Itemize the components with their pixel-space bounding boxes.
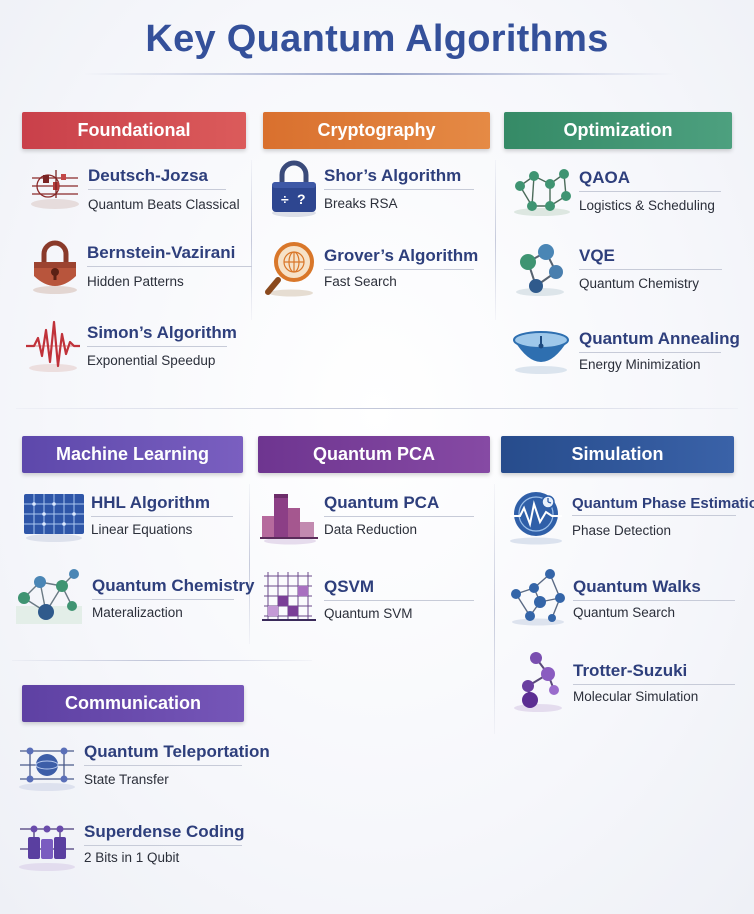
column-divider xyxy=(495,160,496,320)
algorithm-description: Phase Detection xyxy=(572,523,672,538)
algorithm-name: Quantum Teleportation xyxy=(84,742,270,766)
algorithm-name: Quantum Walks xyxy=(573,577,735,601)
algorithm-description: Hidden Patterns xyxy=(87,274,184,289)
algorithm-item: Quantum Walks Quantum Search xyxy=(508,568,738,630)
bowl-icon xyxy=(513,331,569,374)
algorithm-item: Quantum Chemistry Materalizaction xyxy=(14,566,254,630)
algorithm-name: Simon’s Algorithm xyxy=(87,323,237,347)
algorithm-item: HHL Algorithm Linear Equations xyxy=(22,486,246,546)
padlock-icon xyxy=(33,240,77,294)
algorithm-name: Shor’s Algorithm xyxy=(324,166,474,190)
algorithm-name: Quantum Annealing xyxy=(579,329,740,353)
algorithm-name: Bernstein-Vazirani xyxy=(87,243,252,267)
section-header-communication: Communication xyxy=(22,685,244,722)
algorithm-description: Quantum Chemistry xyxy=(579,276,700,291)
algorithm-description: Quantum SVM xyxy=(324,606,413,621)
algorithm-description: Materalizaction xyxy=(92,605,183,620)
teleport-icon xyxy=(19,747,75,791)
algorithm-item: Quantum Phase Estimation Phase Detection xyxy=(506,486,754,548)
algorithm-description: 2 Bits in 1 Qubit xyxy=(84,850,180,865)
column-divider xyxy=(251,160,252,320)
algorithm-item: Quantum Annealing Energy Minimization xyxy=(510,320,740,380)
section-header-simulation: Simulation xyxy=(501,436,734,473)
algorithm-item: Quantum Teleportation State Transfer xyxy=(16,735,270,797)
algorithm-description: Linear Equations xyxy=(91,522,193,537)
algorithm-item: ÷ ? Shor’s Algorithm Breaks RSA xyxy=(268,160,488,220)
algorithm-item: QAOA Logistics & Scheduling xyxy=(510,160,732,220)
algorithm-description: Fast Search xyxy=(324,274,397,289)
column-divider xyxy=(494,484,495,734)
qubit-circuit-icon xyxy=(19,825,75,871)
section-header-optimization: Optimization xyxy=(504,112,732,149)
algorithm-description: State Transfer xyxy=(84,772,169,787)
algorithm-item: VQE Quantum Chemistry xyxy=(512,240,732,300)
algorithm-description: Energy Minimization xyxy=(579,357,701,372)
algorithm-name: Quantum Chemistry xyxy=(92,576,254,600)
graph-icon xyxy=(511,569,565,626)
algorithm-description: Breaks RSA xyxy=(324,196,398,211)
section-header-machine-learning: Machine Learning xyxy=(22,436,243,473)
circuit-icon xyxy=(31,170,79,209)
lock-icon: ÷ ? xyxy=(272,160,316,217)
algorithm-name: Quantum PCA xyxy=(324,493,474,517)
magnifier-icon xyxy=(265,242,314,297)
title-divider xyxy=(84,73,674,75)
gauge-wave-icon xyxy=(510,492,562,545)
algorithm-item: Grover’s Algorithm Fast Search xyxy=(264,238,488,298)
algorithm-name: HHL Algorithm xyxy=(91,493,233,517)
svg-text:÷: ÷ xyxy=(281,191,289,207)
svg-text:?: ? xyxy=(297,191,306,207)
section-header-cryptography: Cryptography xyxy=(263,112,490,149)
algorithm-item: Superdense Coding 2 Bits in 1 Qubit xyxy=(16,815,246,877)
algorithm-item: Quantum PCA Data Reduction xyxy=(260,486,488,548)
algorithm-description: Molecular Simulation xyxy=(573,689,699,704)
algorithm-item: Bernstein-Vazirani Hidden Patterns xyxy=(28,238,252,298)
algorithm-item: Simon’s Algorithm Exponential Speedup xyxy=(24,316,244,376)
algorithm-name: Superdense Coding xyxy=(84,822,245,846)
network-icon xyxy=(514,169,571,216)
algorithm-name: QSVM xyxy=(324,577,474,601)
section-header-foundational: Foundational xyxy=(22,112,246,149)
bar-chart-icon xyxy=(260,494,318,545)
grid-icon xyxy=(24,494,84,542)
row-divider-short xyxy=(12,660,312,661)
algorithm-name: Deutsch-Jozsa xyxy=(88,166,226,190)
page-title: Key Quantum Algorithms xyxy=(145,18,609,60)
matrix-icon xyxy=(262,572,316,621)
molecule-icon xyxy=(516,244,564,296)
algorithm-item: QSVM Quantum SVM xyxy=(262,570,490,630)
algorithm-item: Deutsch-Jozsa Quantum Beats Classical xyxy=(28,160,248,220)
algorithm-description: Exponential Speedup xyxy=(87,353,216,368)
molecule-network-icon xyxy=(16,569,82,624)
row-divider xyxy=(16,408,738,409)
section-header-quantum-pca: Quantum PCA xyxy=(258,436,490,473)
algorithm-item: Trotter-Suzuki Molecular Simulation xyxy=(510,650,738,714)
algorithm-name: VQE xyxy=(579,246,722,270)
algorithm-name: Quantum Phase Estimation xyxy=(572,495,754,516)
algorithm-description: Logistics & Scheduling xyxy=(579,198,715,213)
algorithm-name: Grover’s Algorithm xyxy=(324,246,478,270)
algorithm-description: Data Reduction xyxy=(324,522,418,537)
algorithm-name: Trotter-Suzuki xyxy=(573,661,735,685)
algorithm-name: QAOA xyxy=(579,168,721,192)
algorithm-description: Quantum Search xyxy=(573,605,676,620)
column-divider xyxy=(249,484,250,644)
purple-molecule-icon xyxy=(514,652,562,712)
waveform-icon xyxy=(26,320,80,372)
algorithm-description: Quantum Beats Classical xyxy=(88,197,240,212)
